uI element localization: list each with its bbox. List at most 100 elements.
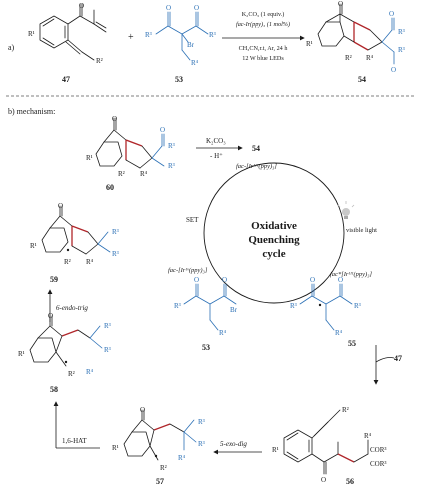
compound-47-structure (39, 3, 107, 61)
r3-label: R³ (398, 46, 405, 54)
r4-label: R⁴ (86, 258, 94, 266)
r4-label: R⁴ (366, 54, 374, 62)
o-label: O (48, 312, 53, 320)
r4-label: R⁴ (140, 170, 148, 178)
r3-label: R³ (174, 302, 181, 310)
o-label: O (58, 202, 63, 210)
o-label: O (338, 0, 343, 8)
endo-label: 6-endo-trig (56, 304, 88, 312)
exo-label: 5-exo-dig (220, 440, 247, 448)
compound-label-53: 53 (175, 75, 183, 84)
r4-label: R⁴ (335, 329, 343, 337)
compound-label-54: 54 (252, 144, 260, 153)
set-label: SET (186, 216, 199, 224)
compound-56-structure (283, 409, 369, 475)
r3-label: R³ (209, 31, 216, 39)
minus-h-label: - H⁺ (210, 152, 223, 160)
compound-57-structure (123, 409, 197, 461)
compound-54-structure (317, 3, 395, 65)
r3-label: R³ (354, 302, 361, 310)
condition-line: CH₃CN,r.t, Ar, 24 h (239, 45, 289, 52)
o-label: O (194, 276, 199, 284)
light-bulb-icon (337, 201, 355, 219)
condition-line: 12 W blue LEDs (242, 55, 284, 62)
r2-label: R² (96, 57, 103, 65)
compound-53-structure (155, 11, 209, 61)
r4-label: R⁴ (364, 432, 372, 440)
r3-label: R³ (168, 142, 175, 150)
o-label: O (194, 4, 199, 12)
o-label: O (310, 276, 315, 284)
o-label: O (389, 10, 394, 18)
o-label: O (222, 276, 227, 284)
compound-58-structure (29, 315, 103, 367)
r3-label: R³ (290, 302, 297, 310)
r1-label: R¹ (306, 40, 313, 48)
cycle-title-line: Quenching (248, 234, 300, 246)
o-label: O (160, 126, 165, 134)
r1-label: R¹ (18, 350, 25, 358)
r3-label: R³ (112, 250, 119, 258)
reagent-curve (375, 357, 395, 363)
compound-60-structure (95, 117, 165, 169)
condition-line: K₂CO₃ (1 equiv.) (242, 11, 285, 18)
compound-label-57: 57 (156, 477, 164, 486)
o-label: O (140, 406, 145, 414)
r2-label: R² (118, 170, 125, 178)
compound-label-54: 54 (358, 75, 366, 84)
r1-label: R¹ (30, 242, 37, 250)
r2-label: R² (342, 406, 349, 414)
condition-line: fac-Ir(ppy)₃ (1 mol%) (236, 21, 290, 28)
r2-label: R² (345, 54, 352, 62)
r3-label: R³ (145, 31, 152, 39)
o-label: O (79, 2, 84, 10)
compound-55-structure (299, 283, 353, 331)
r2-label: R² (160, 464, 167, 472)
part-b-label: b) mechanism: (8, 107, 55, 116)
compound-label-47: 47 (394, 354, 402, 363)
compound-label-58: 58 (50, 385, 58, 394)
r1-label: R¹ (86, 154, 93, 162)
r1-label: R¹ (28, 30, 35, 38)
r2-label: R² (68, 370, 75, 378)
compound-label-47: 47 (62, 75, 70, 84)
r4-label: R⁴ (219, 329, 227, 337)
compound-label-56: 56 (346, 477, 354, 486)
plus-sign: + (128, 32, 134, 43)
r3-label: R³ (198, 440, 205, 448)
cycle-title-line: Oxidative (251, 220, 297, 232)
o-label: O (321, 476, 326, 484)
r1-label: R¹ (272, 446, 279, 454)
compound-label-60: 60 (106, 183, 114, 192)
compound-label-53: 53 (202, 343, 210, 352)
compound-59-structure (41, 205, 111, 255)
br-label: Br (187, 41, 195, 49)
o-label: O (391, 66, 396, 74)
ir3-species: fac-[Irᴵᴵᴵ(ppy)₃] (236, 163, 277, 170)
compound-53-structure (183, 283, 237, 331)
cycle-circle (203, 162, 345, 304)
cycle-title-line: cycle (262, 248, 285, 260)
part-a-label: a) (8, 43, 15, 52)
r1-label: R¹ (112, 444, 119, 452)
r4-label: R⁴ (86, 368, 94, 376)
o-label: O (166, 4, 171, 12)
r3-label: R³ (112, 228, 119, 236)
ir4-species: fac-[Irᴵᵛ(ppy)₃] (168, 267, 208, 274)
r3-label: R³ (198, 418, 205, 426)
visible-light-label: visible light (346, 227, 377, 234)
r4-label: R⁴ (178, 454, 186, 462)
ir3-excited-species: fac*[Irᴵᴵᴵ(ppy)₃] (330, 271, 372, 278)
compound-label-55: 55 (348, 339, 356, 348)
compound-label-59: 59 (50, 275, 58, 284)
o-label: O (112, 115, 117, 123)
cor3-label: COR³ (370, 460, 387, 468)
r3-label: R³ (104, 346, 111, 354)
o-label: O (338, 276, 343, 284)
r3-label: R³ (168, 162, 175, 170)
br-label: Br (230, 306, 238, 314)
r2-label: R² (64, 258, 71, 266)
r3-label: R³ (104, 322, 111, 330)
r3-label: R³ (398, 28, 405, 36)
